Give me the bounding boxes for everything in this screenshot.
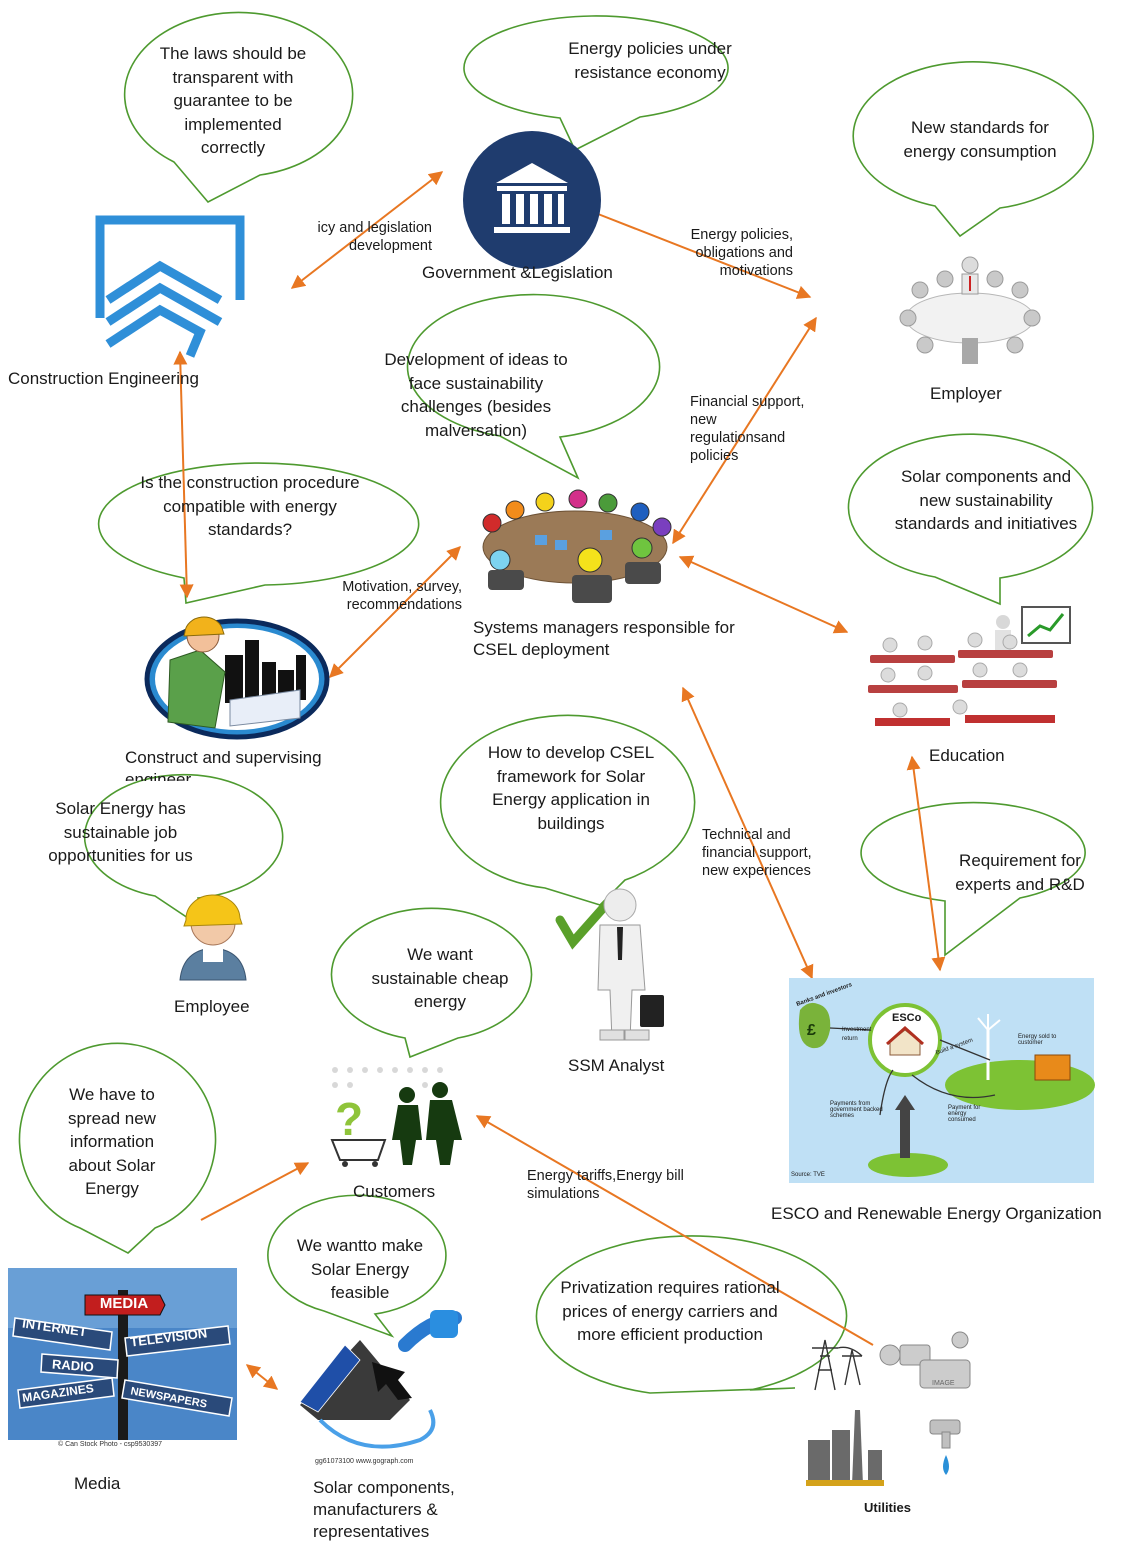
bubble-job — [83, 773, 284, 932]
supervising-engineer-icon — [144, 616, 330, 740]
construct-supervising-label: Construct and supervising engineer — [125, 748, 322, 781]
bubble-solar-standards-text: Solar components and new sustainability … — [894, 467, 1078, 533]
solar-components-image — [299, 1310, 462, 1449]
bubble-privatization — [535, 1235, 848, 1394]
solar-components-label: Solar components, manufacturers & repres… — [313, 1478, 455, 1541]
energy-sold-text: Energy sold to customer — [1018, 1034, 1057, 1046]
radio-sign-text: RADIO — [51, 1356, 95, 1375]
bubble-laws-text: The laws should be transparent with guar… — [159, 44, 307, 157]
speech-bubbles — [18, 11, 1095, 1394]
gograph-credit: gg61073100 www.gograph.com — [315, 1458, 414, 1465]
education-classroom-icon — [868, 606, 1071, 726]
bubble-resistance — [463, 15, 729, 152]
esco-source-text: Source: TVE — [791, 1172, 825, 1178]
arrow-education-esco — [906, 755, 946, 972]
return-text: return — [842, 1036, 858, 1042]
media-sign-text: MEDIA — [99, 1295, 149, 1312]
arrow-utilities-customers — [475, 1115, 874, 1346]
bubble-develop-csel-text: How to develop CSEL framework for Solar … — [487, 743, 655, 833]
ssm-analyst-label: SSM Analyst — [568, 1056, 665, 1075]
bubble-laws — [123, 11, 354, 204]
arrow-employer-systems — [672, 316, 817, 545]
edge-label-motivation: Motivation, survey, recommendations — [342, 579, 462, 613]
customers-label: Customers — [353, 1182, 436, 1201]
svg-text:£: £ — [807, 1022, 816, 1039]
edge-label-financial: Financial support, new regulationsand po… — [690, 394, 805, 464]
arrows — [173, 171, 946, 1390]
employer-label: Employer — [930, 384, 1002, 403]
arrow-ce-gov — [290, 171, 444, 289]
edge-label-technical: Technical and financial support, new exp… — [702, 827, 812, 879]
employee-label: Employee — [174, 997, 250, 1016]
question-mark-icon: ? — [335, 1093, 363, 1145]
systems-managers-table-icon — [482, 489, 672, 603]
government-label: Government &Legislation — [422, 263, 613, 282]
bubble-standards — [852, 61, 1095, 238]
edge-label-energy-policies: Energy policies, obligations and motivat… — [690, 227, 793, 279]
canstock-credit: © Can Stock Photo - csp9530397 — [58, 1441, 162, 1448]
payments-gov-text: Payments from government backed schemes — [830, 1101, 883, 1119]
bubble-job-text: Solar Energy has sustainable job opportu… — [48, 799, 193, 865]
construction-engineering-label: Construction Engineering — [8, 369, 199, 388]
government-building-icon — [463, 131, 601, 269]
utilities-label: Utilities — [864, 1500, 911, 1515]
bubble-spread — [18, 1042, 217, 1254]
bubble-privatization-text: Privatization requires rational prices o… — [560, 1278, 780, 1344]
arrow-systems-education — [678, 555, 849, 634]
bubble-resistance-text: Energy policies under resistance economy — [568, 39, 732, 82]
construction-engineering-logo-icon — [95, 215, 245, 358]
ssm-analyst-icon — [555, 888, 664, 1041]
arrow-systems-esco — [681, 686, 814, 980]
arrow-media-solar — [245, 1364, 279, 1390]
edge-label-policy-dev: icy and legislation development — [317, 220, 432, 254]
investment-text: Investment — [842, 1027, 872, 1033]
utilities-image-tag: IMAGE — [932, 1380, 955, 1387]
arrow-construct-systems — [329, 546, 461, 678]
media-label: Media — [74, 1474, 121, 1493]
esco-logo-text: ESCo — [892, 1012, 922, 1024]
arrow-media-customers — [200, 1162, 310, 1221]
arrow-ce-construct — [173, 350, 194, 599]
edge-label-tariffs: Energy tariffs,Energy bill simulations — [527, 1168, 684, 1202]
utilities-image — [806, 1331, 971, 1486]
education-label: Education — [929, 746, 1005, 765]
bubble-ideas — [406, 293, 661, 480]
systems-managers-label: Systems managers responsible for CSEL de… — [473, 618, 735, 659]
bubble-requirement-text: Requirement for experts and R&D — [955, 851, 1085, 894]
bubble-ideas-text: Development of ideas to face sustainabil… — [384, 350, 568, 440]
bubble-solar-standards — [847, 433, 1094, 606]
bubble-cheap-text: We want sustainable cheap energy — [371, 945, 509, 1011]
bubble-spread-text: We have to spread new information about … — [68, 1085, 156, 1198]
arrow-gov-employer — [597, 213, 812, 299]
esco-diagram-image: £ — [789, 978, 1095, 1183]
bubble-feasible — [267, 1194, 447, 1338]
esco-label: ESCO and Renewable Energy Organization — [771, 1204, 1102, 1223]
bubble-compatible-text: Is the construction procedure compatible… — [140, 473, 360, 539]
employer-meeting-icon — [899, 256, 1041, 364]
employee-icon — [179, 894, 247, 981]
customers-icon: ? — [330, 1067, 462, 1167]
payment-energy-text: Payment for energy consumed — [948, 1105, 981, 1123]
media-signpost-image — [8, 1268, 237, 1440]
bubble-feasible-text: We wantto make Solar Energy feasible — [296, 1236, 424, 1302]
bubble-standards-text: New standards for energy consumption — [903, 118, 1057, 161]
bubble-cheap — [330, 907, 533, 1059]
